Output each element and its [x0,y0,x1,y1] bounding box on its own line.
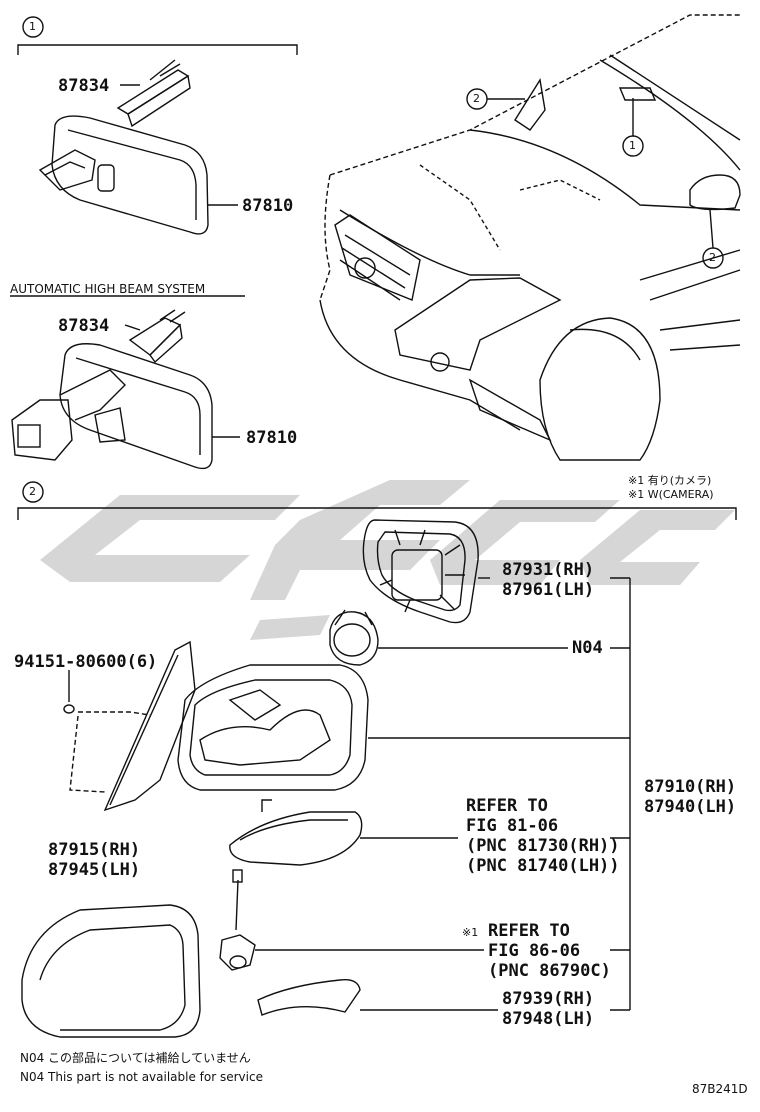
label-screw: 94151-80600(6) [14,652,158,672]
label-glass-lh: 87961(LH) [502,580,595,600]
mirror-trim [257,979,361,1016]
footnote-jp: N04 この部品については補給していません [20,1051,251,1065]
legend-line-2: ※1 W(CAMERA) [628,488,714,501]
label-cover-rh: 87915(RH) [48,840,141,860]
label-assy-lh: 87940(LH) [644,797,737,817]
mirror-cover [21,904,201,1038]
label-assy-rh: 87910(RH) [644,777,737,797]
label-87810-bottom: 87810 [246,428,298,448]
subheading-auto-high-beam: AUTOMATIC HIGH BEAM SYSTEM [10,282,206,296]
refer-2-line-1: REFER TO [488,921,570,941]
label-trim-lh: 87948(LH) [502,1009,595,1029]
refer-1-line-3: (PNC 81730(RH)) [466,836,620,856]
clip-top [116,59,191,128]
legend-line-1: ※1 有り(カメラ) [628,474,712,487]
figure-code: 87B241D [692,1082,748,1096]
vehicle-callout-2b: 2 [709,251,716,264]
mirror-glass [362,519,479,624]
label-87834-top: 87834 [58,76,110,96]
section-2-marker: 2 [29,485,36,498]
vehicle-callout-1: 1 [629,139,636,152]
mirror-bottom [11,343,213,470]
mirror-top [38,115,209,235]
watermark-logo [40,480,735,640]
label-cover-lh: 87945(LH) [48,860,141,880]
vehicle-callout-2a: 2 [473,92,480,105]
refer-1-line-1: REFER TO [466,796,548,816]
mirror-housing [103,640,369,812]
footnote-en: N04 This part is not available for servi… [20,1070,263,1084]
refer-2-line-2: FIG 86-06 [488,941,581,961]
vehicle-illustration [319,14,741,461]
clip-bottom [128,309,186,364]
turn-signal-lamp [229,799,363,866]
side-camera [219,869,256,971]
label-trim-rh: 87939(RH) [502,989,595,1009]
screw [63,704,75,714]
label-glass-rh: 87931(RH) [502,560,595,580]
section-1-marker: 1 [29,20,36,33]
mirror-motor [329,609,379,666]
label-motor-n04: N04 [572,638,603,658]
label-87834-bottom: 87834 [58,316,110,336]
refer-1-line-4: (PNC 81740(LH)) [466,856,620,876]
refer-2-mark: ※1 [462,926,479,939]
refer-1-line-2: FIG 81-06 [466,816,559,836]
label-87810-top: 87810 [242,196,294,216]
refer-2-line-3: (PNC 86790C) [488,961,611,981]
